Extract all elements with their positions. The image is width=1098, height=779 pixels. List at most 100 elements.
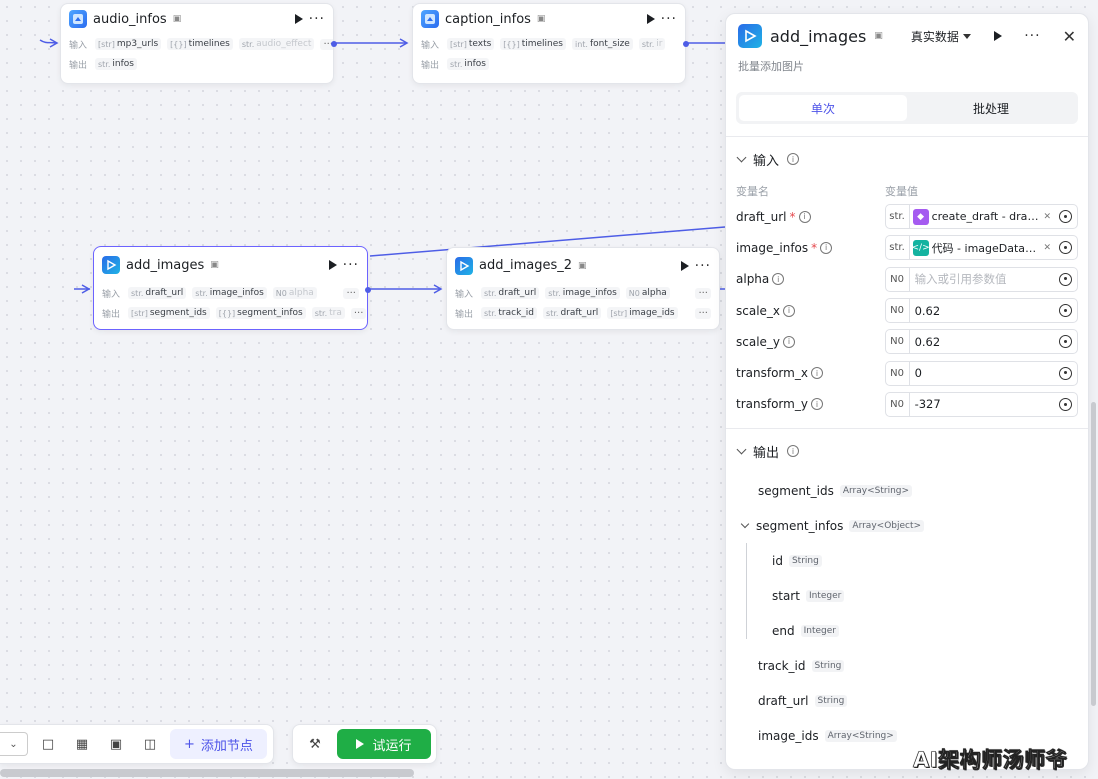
col-var-value: 变量值 (885, 185, 918, 198)
param-chip: [str]texts (447, 38, 495, 50)
close-icon[interactable]: ✕ (1062, 26, 1076, 46)
panel-title: add_images (770, 26, 867, 46)
chevron-down-icon (736, 152, 747, 162)
node-title: audio_infos (93, 11, 167, 27)
run-node-icon[interactable] (328, 260, 337, 270)
expand-params-button[interactable]: ··· (350, 307, 367, 319)
expand-params-button[interactable]: ··· (343, 287, 359, 299)
node-add-images-2[interactable]: add_images_2 ▣ ··· 输入 str.draft_url str.… (446, 247, 720, 330)
tree-guide (746, 543, 756, 640)
caption-plugin-icon (421, 10, 439, 28)
reference-target-icon[interactable] (1059, 304, 1072, 318)
run-mode-tabs: 单次 批处理 (736, 92, 1078, 124)
more-icon[interactable]: ··· (1024, 28, 1041, 44)
alpha-field[interactable]: N0 输入或引用参数值 (884, 266, 1078, 292)
tab-single[interactable]: 单次 (739, 95, 907, 121)
draft-url-field[interactable]: str. ◆create_draft - draft_url ✕ (884, 204, 1078, 230)
info-icon[interactable]: i (787, 153, 800, 165)
more-icon[interactable]: ··· (660, 11, 677, 27)
chevron-down-icon (736, 444, 747, 455)
param-chip: str.ir (638, 38, 666, 50)
tool-icon: ▣ (536, 14, 546, 24)
reference-target-icon[interactable] (1059, 335, 1072, 349)
reference-target-icon[interactable] (1059, 210, 1072, 224)
reference-target-icon[interactable] (1059, 366, 1072, 380)
reference-target-icon[interactable] (1059, 241, 1072, 255)
node-add-images[interactable]: add_images ▣ ··· 输入 str.draft_url str.im… (93, 246, 371, 330)
output-label: 输出 (69, 60, 88, 71)
image-infos-field[interactable]: str. </>代码 - imageDataList ✕ (884, 235, 1078, 261)
comment-icon[interactable]: □ (41, 736, 55, 752)
more-icon[interactable]: ··· (342, 257, 359, 273)
edge-in-add-images-arrow (81, 284, 91, 294)
data-mode-select[interactable]: 真实数据 (911, 28, 971, 45)
param-chip: [str]segment_ids (128, 307, 210, 319)
param-chip: str.audio_effect (238, 38, 315, 50)
param-chip: [{}]segment_infos (215, 307, 306, 319)
output-section-header[interactable]: 输出 i (726, 429, 1088, 473)
expand-params-button[interactable]: ··· (695, 287, 711, 299)
zoom-select[interactable]: ⌄ (0, 732, 28, 756)
canvas-toolbar: ⌄ □ ▦ ▣ ◫ +添加节点 (0, 724, 274, 764)
expand-params-button[interactable]: ··· (695, 307, 711, 319)
edge-arrow-add-images-2 (433, 284, 443, 294)
col-var-name: 变量名 (736, 185, 769, 198)
run-node-icon[interactable] (680, 260, 689, 271)
output-segment-infos[interactable]: segment_infos Array<Object> (726, 508, 1088, 543)
run-node-icon[interactable] (646, 14, 655, 24)
tool-icon: ▣ (874, 31, 883, 41)
info-icon[interactable]: i (783, 304, 796, 317)
more-icon[interactable]: ··· (308, 11, 325, 27)
output-port[interactable] (365, 287, 371, 293)
node-caption-infos[interactable]: caption_infos ▣ ··· 输入 [str]texts [{}]ti… (412, 3, 689, 84)
reference-target-icon[interactable] (1059, 397, 1072, 411)
expand-params-button[interactable]: ··· (320, 38, 333, 50)
info-icon[interactable]: i (820, 241, 833, 254)
scale-x-field[interactable]: N0 0.62 (884, 298, 1078, 324)
input-section-header[interactable]: 输入 i (726, 137, 1088, 181)
run-node-icon[interactable] (994, 31, 1003, 41)
horizontal-scrollbar[interactable] (0, 769, 414, 777)
grid-layout-icon[interactable]: ▦ (75, 736, 89, 752)
info-icon[interactable]: i (787, 445, 800, 458)
info-icon[interactable]: i (783, 335, 796, 348)
wrench-icon[interactable]: ⚒ (309, 736, 321, 752)
cube-icon: ◆ (912, 208, 929, 225)
output-port[interactable] (331, 41, 337, 47)
image-icon[interactable]: ▣ (109, 736, 123, 752)
more-icon[interactable]: ··· (694, 257, 711, 274)
pointer-icon[interactable]: ◫ (143, 736, 157, 752)
node-config-panel: add_images ▣ 真实数据 ··· ✕ 批量添加图片 单次 批处理 输入… (725, 13, 1089, 770)
run-node-icon[interactable] (294, 14, 303, 24)
output-image-ids: image_ids Array<String> (726, 718, 1088, 753)
info-icon[interactable]: i (772, 273, 785, 286)
output-port[interactable] (683, 41, 689, 47)
output-draft-url: draft_url String (726, 683, 1088, 718)
tab-batch[interactable]: 批处理 (972, 101, 1009, 116)
edge-arrow-audio-caption (399, 38, 409, 48)
info-icon[interactable]: i (798, 210, 811, 223)
clear-icon[interactable]: ✕ (1043, 211, 1051, 222)
info-icon[interactable]: i (810, 367, 823, 380)
run-toolbar: ⚒ 试运行 (292, 724, 437, 764)
node-audio-infos[interactable]: audio_infos ▣ ··· 输入 [str]mp3_urls [{}]t… (60, 3, 337, 84)
panel-vertical-scrollbar[interactable] (1091, 402, 1096, 706)
param-chip: int.font_size (571, 38, 633, 50)
param-chip: str.draft_url (543, 307, 602, 319)
output-child-id: id String (726, 543, 1088, 578)
clear-icon[interactable]: ✕ (1043, 242, 1051, 253)
caret-down-icon (962, 33, 971, 39)
transform-y-field[interactable]: N0 -327 (884, 391, 1078, 417)
scale-y-field[interactable]: N0 0.62 (884, 329, 1078, 355)
add-node-button[interactable]: +添加节点 (170, 729, 267, 759)
info-icon[interactable]: i (810, 398, 823, 411)
jianying-plugin-icon (102, 256, 120, 274)
input-label: 输入 (102, 289, 121, 300)
transform-x-field[interactable]: N0 0 (884, 360, 1078, 386)
test-run-button[interactable]: 试运行 (337, 729, 431, 759)
reference-target-icon[interactable] (1059, 272, 1072, 286)
